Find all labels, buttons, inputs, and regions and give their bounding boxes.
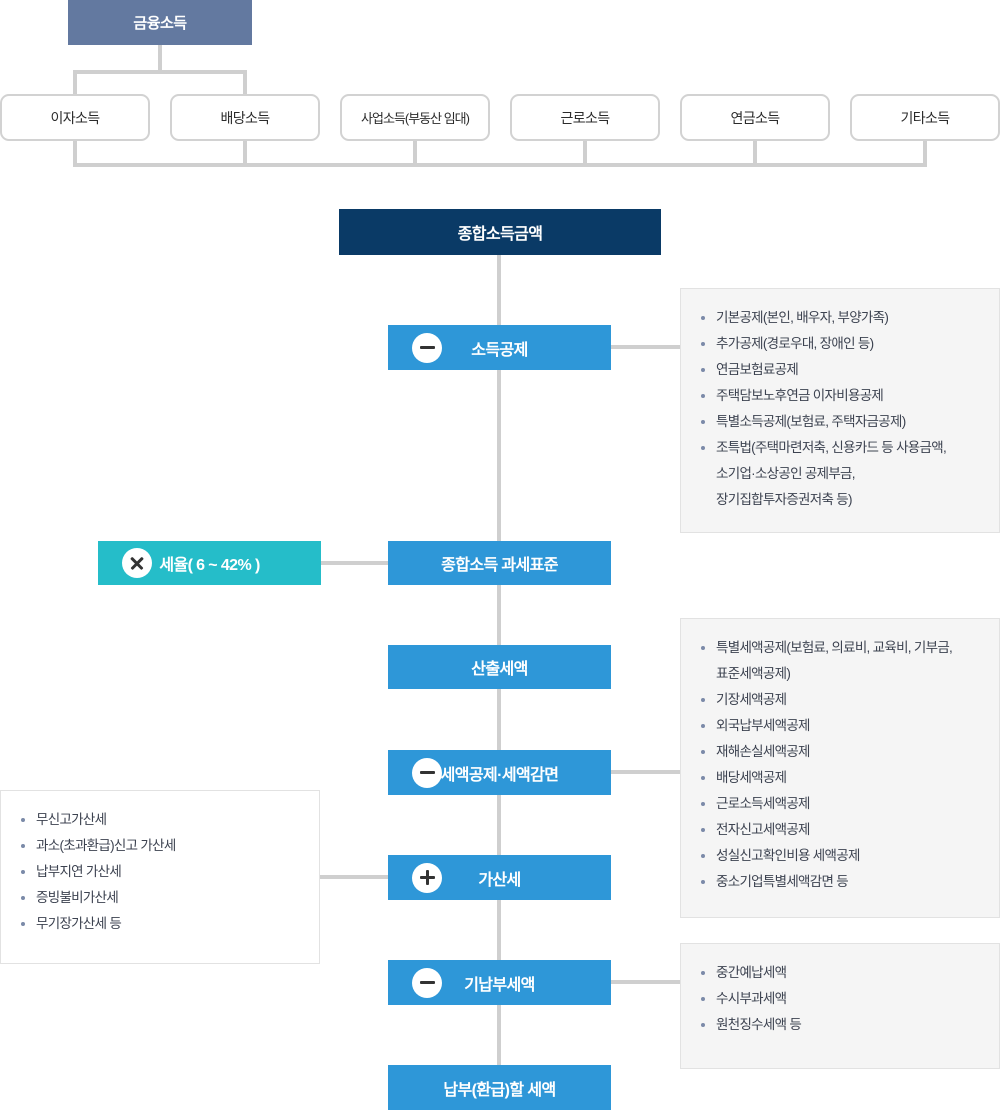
income-source-label-4: 연금소득 [730, 109, 780, 126]
connector-header-split [73, 70, 247, 74]
flow-box-income-deduction-label: 소득공제 [471, 341, 528, 359]
connector-spine-3 [497, 585, 501, 646]
list-item: 특별소득공제(보험료, 주택자금공제) [699, 409, 981, 435]
panel-income-deduction-list: 기본공제(본인, 배우자, 부양가족) 추가공제(경로우대, 장애인 등) 연금… [699, 305, 981, 513]
list-item: 전자신고세액공제 [699, 817, 981, 843]
list-item: 근로소득세액공제 [699, 791, 981, 817]
plus-icon-penalty-tax [412, 862, 442, 893]
connector-income-deduction-to-panel [611, 345, 680, 349]
header-box-label: 금융소득 [133, 15, 187, 32]
connector-spine-2 [497, 370, 501, 542]
income-source-box-2: 사업소득(부동산 임대) [340, 94, 490, 141]
list-item: 무신고가산세 [19, 807, 301, 833]
flow-box-tax-rate: 세율( 6 ~ 42% ) [98, 541, 321, 585]
minus-icon-income-deduction [412, 332, 442, 363]
list-item: 무기장가산세 등 [19, 911, 301, 937]
list-item: 과소(초과환급)신고 가산세 [19, 833, 301, 859]
panel-tax-credit: 특별세액공제(보험료, 의료비, 교육비, 기부금, 표준세액공제) 기장세액공… [680, 618, 1000, 918]
flow-box-prepaid-tax-label: 기납부세액 [464, 976, 535, 994]
connector-prepaid-tax-to-panel [611, 980, 680, 984]
panel-penalty-tax-list: 무신고가산세 과소(초과환급)신고 가산세 납부지연 가산세 증빙불비가산세 무… [19, 807, 301, 937]
flow-box-total-income: 종합소득금액 [339, 209, 661, 255]
connector-to-dividend-income [243, 70, 247, 94]
minus-icon-prepaid-tax [412, 967, 442, 998]
income-source-label-5: 기타소득 [900, 109, 950, 126]
income-source-label-2: 사업소득(부동산 임대) [361, 111, 470, 126]
connector-drop-2 [413, 141, 417, 167]
income-source-box-1: 배당소득 [170, 94, 320, 141]
panel-prepaid-tax-list: 중간예납세액 수시부과세액 원천징수세액 등 [699, 960, 981, 1038]
list-item: 수시부과세액 [699, 986, 981, 1012]
connector-header-down [158, 45, 162, 72]
connector-spine-4 [497, 689, 501, 750]
connector-drop-3 [583, 141, 587, 167]
connector-spine-1 [497, 255, 501, 325]
flow-box-tax-rate-label: 세율( 6 ~ 42% ) [159, 557, 260, 574]
connector-drop-4 [753, 141, 757, 167]
list-item: 중간예납세액 [699, 960, 981, 986]
connector-drop-0 [73, 141, 77, 167]
flow-box-final-tax-label: 납부(환급)할 세액 [443, 1081, 556, 1099]
income-source-label-0: 이자소득 [50, 109, 100, 126]
flow-box-tax-base: 종합소득 과세표준 [388, 541, 611, 585]
list-item: 조특법(주택마련저축, 신용카드 등 사용금액, 소기업·소상공인 공제부금, … [699, 435, 981, 513]
list-item: 외국납부세액공제 [699, 713, 981, 739]
list-item: 재해손실세액공제 [699, 739, 981, 765]
income-source-label-1: 배당소득 [220, 109, 270, 126]
panel-prepaid-tax: 중간예납세액 수시부과세액 원천징수세액 등 [680, 943, 1000, 1069]
connector-merge-bus [73, 163, 927, 167]
connector-spine-6 [497, 900, 501, 960]
list-item: 중소기업특별세액감면 등 [699, 869, 981, 895]
list-item: 배당세액공제 [699, 765, 981, 791]
connector-tax-credit-to-panel [611, 770, 680, 774]
connector-drop-5 [923, 141, 927, 167]
income-source-box-5: 기타소득 [850, 94, 1000, 141]
flow-box-calculated-tax-label: 산출세액 [471, 661, 528, 678]
flow-box-income-deduction: 소득공제 [388, 325, 611, 370]
income-source-box-3: 근로소득 [510, 94, 660, 141]
flow-box-tax-credit-label: 세액공제·세액감면 [440, 766, 559, 784]
multiply-icon-tax-rate [122, 548, 152, 578]
connector-spine-5 [497, 795, 501, 855]
connector-drop-1 [243, 141, 247, 167]
income-source-label-3: 근로소득 [560, 109, 610, 126]
list-item: 증빙불비가산세 [19, 885, 301, 911]
connector-to-interest-income [73, 70, 77, 94]
flow-box-tax-credit: 세액공제·세액감면 [388, 750, 611, 795]
connector-panel-to-penalty-tax [320, 875, 388, 879]
list-item: 특별세액공제(보험료, 의료비, 교육비, 기부금, 표준세액공제) [699, 635, 981, 687]
list-item: 기본공제(본인, 배우자, 부양가족) [699, 305, 981, 331]
flow-box-calculated-tax: 산출세액 [388, 645, 611, 689]
flow-box-penalty-tax: 가산세 [388, 855, 611, 900]
list-item: 추가공제(경로우대, 장애인 등) [699, 331, 981, 357]
flow-box-final-tax: 납부(환급)할 세액 [388, 1065, 611, 1110]
list-item: 성실신고확인비용 세액공제 [699, 843, 981, 869]
minus-icon-tax-credit [412, 757, 442, 788]
income-source-box-4: 연금소득 [680, 94, 830, 141]
list-item: 납부지연 가산세 [19, 859, 301, 885]
panel-income-deduction: 기본공제(본인, 배우자, 부양가족) 추가공제(경로우대, 장애인 등) 연금… [680, 288, 1000, 533]
list-item: 기장세액공제 [699, 687, 981, 713]
connector-spine-7 [497, 1005, 501, 1065]
connector-rate-to-tax-base [320, 561, 388, 565]
list-item: 연금보험료공제 [699, 357, 981, 383]
panel-tax-credit-list: 특별세액공제(보험료, 의료비, 교육비, 기부금, 표준세액공제) 기장세액공… [699, 635, 981, 895]
flow-box-penalty-tax-label: 가산세 [478, 871, 521, 889]
list-item: 원천징수세액 등 [699, 1012, 981, 1038]
flow-box-tax-base-label: 종합소득 과세표준 [441, 557, 558, 574]
panel-penalty-tax: 무신고가산세 과소(초과환급)신고 가산세 납부지연 가산세 증빙불비가산세 무… [0, 790, 320, 964]
flow-box-total-income-label: 종합소득금액 [457, 226, 543, 243]
income-source-box-0: 이자소득 [0, 94, 150, 141]
list-item: 주택담보노후연금 이자비용공제 [699, 383, 981, 409]
flow-box-prepaid-tax: 기납부세액 [388, 960, 611, 1005]
header-box-financial-income: 금융소득 [68, 0, 252, 45]
